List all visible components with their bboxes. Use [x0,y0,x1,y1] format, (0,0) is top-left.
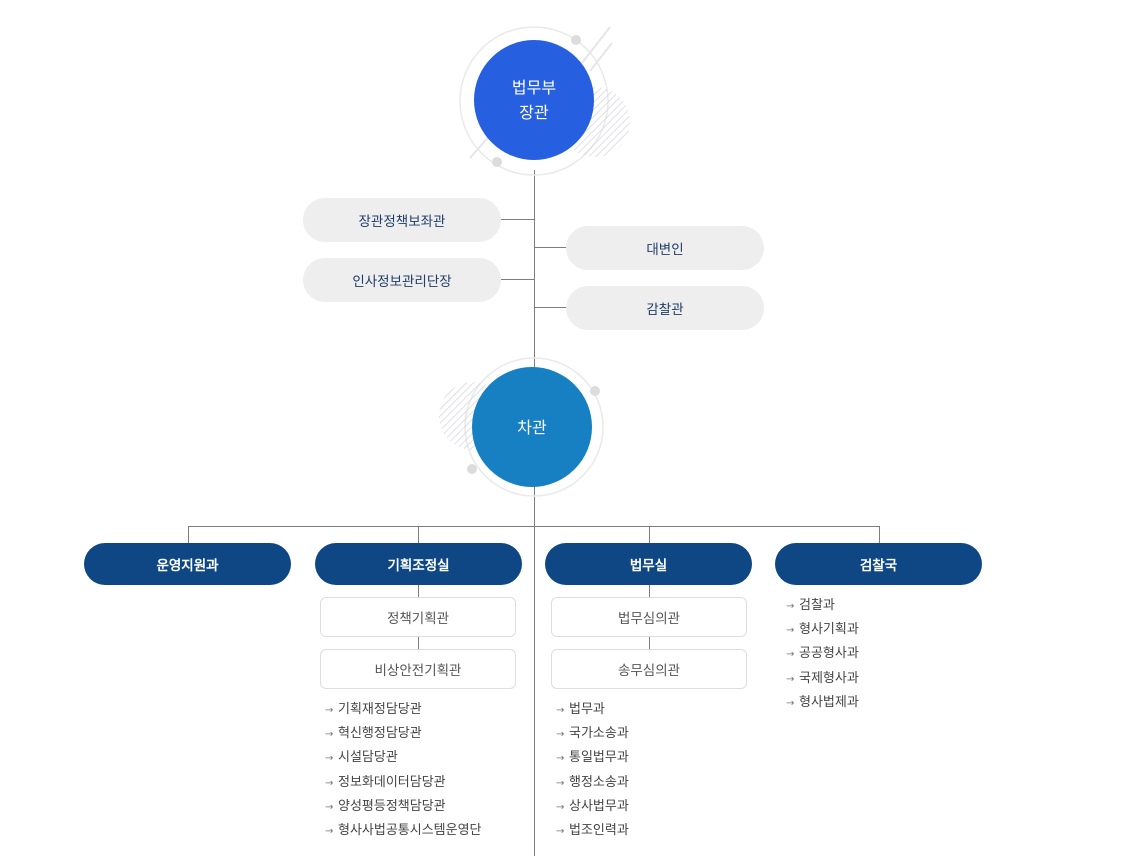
division-operations-support[interactable]: 운영지원과 [84,543,291,585]
legal-office-list: →법무과 →국가소송과 →통일법무과 →행정소송과 →상사법무과 →법조인력과 [556,698,629,843]
list-item[interactable]: →상사법무과 [556,795,629,819]
list-item[interactable]: →법조인력과 [556,819,629,843]
staff-spokesperson[interactable]: 대변인 [566,226,764,270]
box-legal-deliberation-officer[interactable]: 법무심의관 [551,597,747,637]
arrow-bullet-icon: → [556,753,565,765]
connector-right-staff-1 [535,247,567,248]
vice-minister-title: 차관 [517,417,547,437]
list-item[interactable]: →통일법무과 [556,746,629,770]
arrow-bullet-icon: → [556,729,565,741]
arrow-bullet-icon: → [556,777,565,789]
division-legal-affairs[interactable]: 법무실 [545,543,752,585]
minister-title-line2: 장관 [519,103,549,122]
list-item[interactable]: →공공형사과 [786,642,859,666]
arrow-bullet-icon: → [325,777,334,789]
arrow-bullet-icon: → [325,801,334,813]
connector-left-staff-2 [501,279,534,280]
arrow-bullet-icon: → [786,673,795,685]
arrow-bullet-icon: → [556,705,565,716]
arrow-bullet-icon: → [786,697,795,709]
box-policy-planning-officer[interactable]: 정책기획관 [320,597,516,637]
division-drop-4 [879,526,880,543]
division-planning-coordination[interactable]: 기획조정실 [315,543,522,585]
list-item[interactable]: →국제형사과 [786,667,859,691]
arrow-bullet-icon: → [325,753,334,765]
main-vertical-line [534,170,535,856]
list-item[interactable]: →법무과 [556,698,629,722]
list-item[interactable]: →시설담당관 [325,746,482,770]
division-prosecution-bureau[interactable]: 검찰국 [775,543,982,585]
vice-minister-node[interactable]: 차관 [472,367,592,487]
connector-right-staff-2 [535,307,567,308]
division-drop-1 [188,526,189,543]
list-item[interactable]: →검찰과 [786,594,859,618]
arrow-bullet-icon: → [786,649,795,661]
division-drop-3 [649,526,650,543]
list-item[interactable]: →국가소송과 [556,722,629,746]
arrow-bullet-icon: → [556,801,565,813]
list-item[interactable]: →형사기획과 [786,618,859,642]
division-drop-2 [418,526,419,543]
connector-left-staff-1 [501,219,534,220]
minister-node[interactable]: 법무부 장관 [474,40,594,160]
list-item[interactable]: →기획재정담당관 [325,698,482,722]
staff-personnel-info-head[interactable]: 인사정보관리단장 [303,258,501,302]
box-emergency-safety-officer[interactable]: 비상안전기획관 [320,649,516,689]
list-item[interactable]: →행정소송과 [556,771,629,795]
list-item[interactable]: →정보화데이터담당관 [325,771,482,795]
arrow-bullet-icon: → [786,601,795,612]
division-horizontal-line [188,526,880,527]
list-item[interactable]: →형사사법공통시스템운영단 [325,819,482,843]
list-item[interactable]: →형사법제과 [786,691,859,715]
arrow-bullet-icon: → [786,625,795,637]
box-litigation-deliberation-officer[interactable]: 송무심의관 [551,649,747,689]
list-item[interactable]: →혁신행정담당관 [325,722,482,746]
arrow-bullet-icon: → [325,729,334,741]
minister-title-line1: 법무부 [511,78,557,97]
staff-policy-advisor[interactable]: 장관정책보좌관 [303,198,501,242]
planning-office-list: →기획재정담당관 →혁신행정담당관 →시설담당관 →정보화데이터담당관 →양성평… [325,698,482,843]
arrow-bullet-icon: → [325,825,334,837]
arrow-bullet-icon: → [556,825,565,837]
prosecution-bureau-list: →검찰과 →형사기획과 →공공형사과 →국제형사과 →형사법제과 [786,594,859,715]
staff-inspector-general[interactable]: 감찰관 [566,286,764,330]
list-item[interactable]: →양성평등정책담당관 [325,795,482,819]
arrow-bullet-icon: → [325,705,334,716]
